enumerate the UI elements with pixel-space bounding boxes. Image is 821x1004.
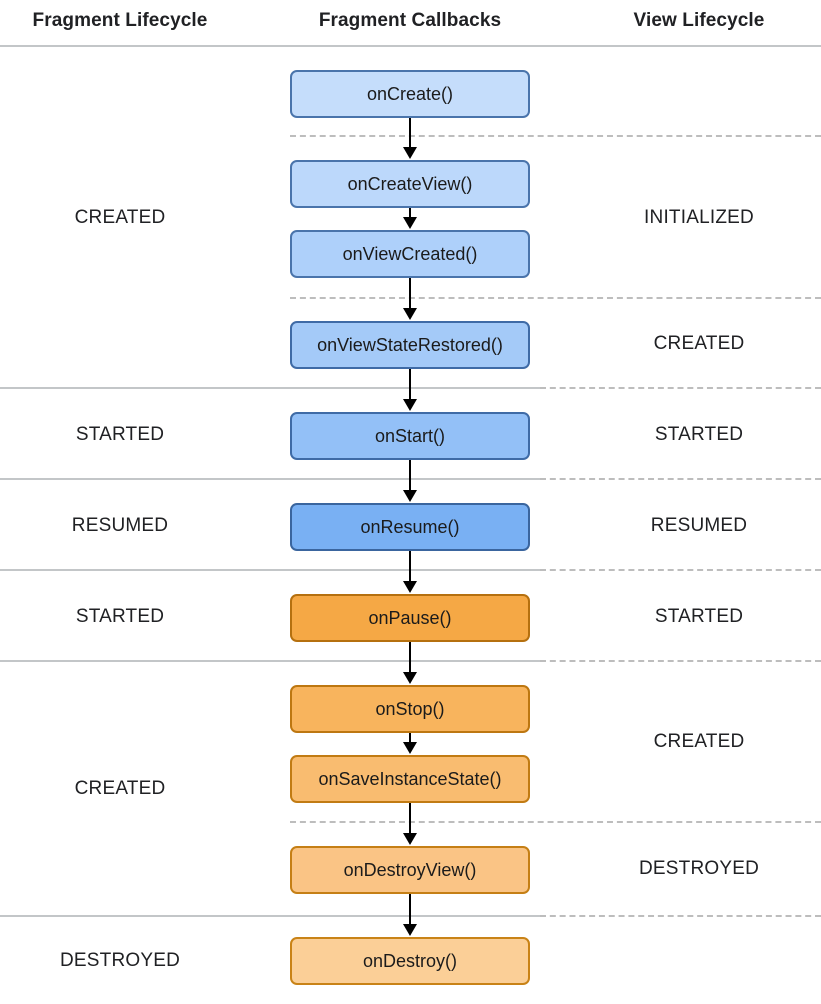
column-header-fragment-lifecycle: Fragment Lifecycle (32, 10, 208, 31)
separator-dashed (540, 915, 821, 917)
flow-arrow-icon (403, 803, 417, 845)
callback-box[interactable]: onDestroyView() (290, 846, 530, 894)
callback-box[interactable]: onSaveInstanceState() (290, 755, 530, 803)
separator-solid (0, 478, 540, 480)
flow-arrow-icon (403, 208, 417, 229)
callback-box[interactable]: onViewCreated() (290, 230, 530, 278)
view-lifecycle-state: DESTROYED (638, 858, 760, 879)
separator-dashed (290, 821, 821, 823)
separator-dashed (290, 297, 821, 299)
callback-box[interactable]: onDestroy() (290, 937, 530, 985)
column-header-fragment-callbacks: Fragment Callbacks (318, 10, 502, 31)
callback-box[interactable]: onPause() (290, 594, 530, 642)
flow-arrow-icon (403, 369, 417, 411)
fragment-lifecycle-state: STARTED (75, 606, 165, 627)
flow-arrow-icon (403, 460, 417, 502)
callback-box[interactable]: onStop() (290, 685, 530, 733)
separator-dashed (540, 478, 821, 480)
separator-dashed (540, 660, 821, 662)
fragment-lifecycle-state: DESTROYED (59, 950, 181, 971)
header-divider (0, 45, 821, 47)
view-lifecycle-state: RESUMED (650, 515, 748, 536)
flow-arrow-icon (403, 894, 417, 936)
fragment-lifecycle-state: CREATED (74, 207, 166, 228)
separator-solid (0, 569, 540, 571)
view-lifecycle-state: STARTED (654, 424, 744, 445)
separator-dashed (290, 135, 821, 137)
view-lifecycle-state: INITIALIZED (644, 207, 754, 228)
column-header-view-lifecycle: View Lifecycle (633, 10, 765, 31)
view-lifecycle-state: STARTED (654, 606, 744, 627)
separator-solid (0, 387, 540, 389)
separator-dashed (540, 569, 821, 571)
callback-box[interactable]: onViewStateRestored() (290, 321, 530, 369)
view-lifecycle-state: CREATED (653, 333, 745, 354)
separator-solid (0, 915, 540, 917)
view-lifecycle-state: CREATED (653, 731, 745, 752)
callback-box[interactable]: onCreate() (290, 70, 530, 118)
flow-arrow-icon (403, 278, 417, 320)
separator-dashed (540, 387, 821, 389)
fragment-lifecycle-state: CREATED (74, 778, 166, 799)
flow-arrow-icon (403, 733, 417, 754)
flow-arrow-icon (403, 642, 417, 684)
flow-arrow-icon (403, 551, 417, 593)
fragment-lifecycle-state: RESUMED (71, 515, 169, 536)
fragment-lifecycle-state: STARTED (75, 424, 165, 445)
callback-box[interactable]: onCreateView() (290, 160, 530, 208)
flow-arrow-icon (403, 118, 417, 159)
callback-box[interactable]: onStart() (290, 412, 530, 460)
separator-solid (0, 660, 540, 662)
callback-box[interactable]: onResume() (290, 503, 530, 551)
